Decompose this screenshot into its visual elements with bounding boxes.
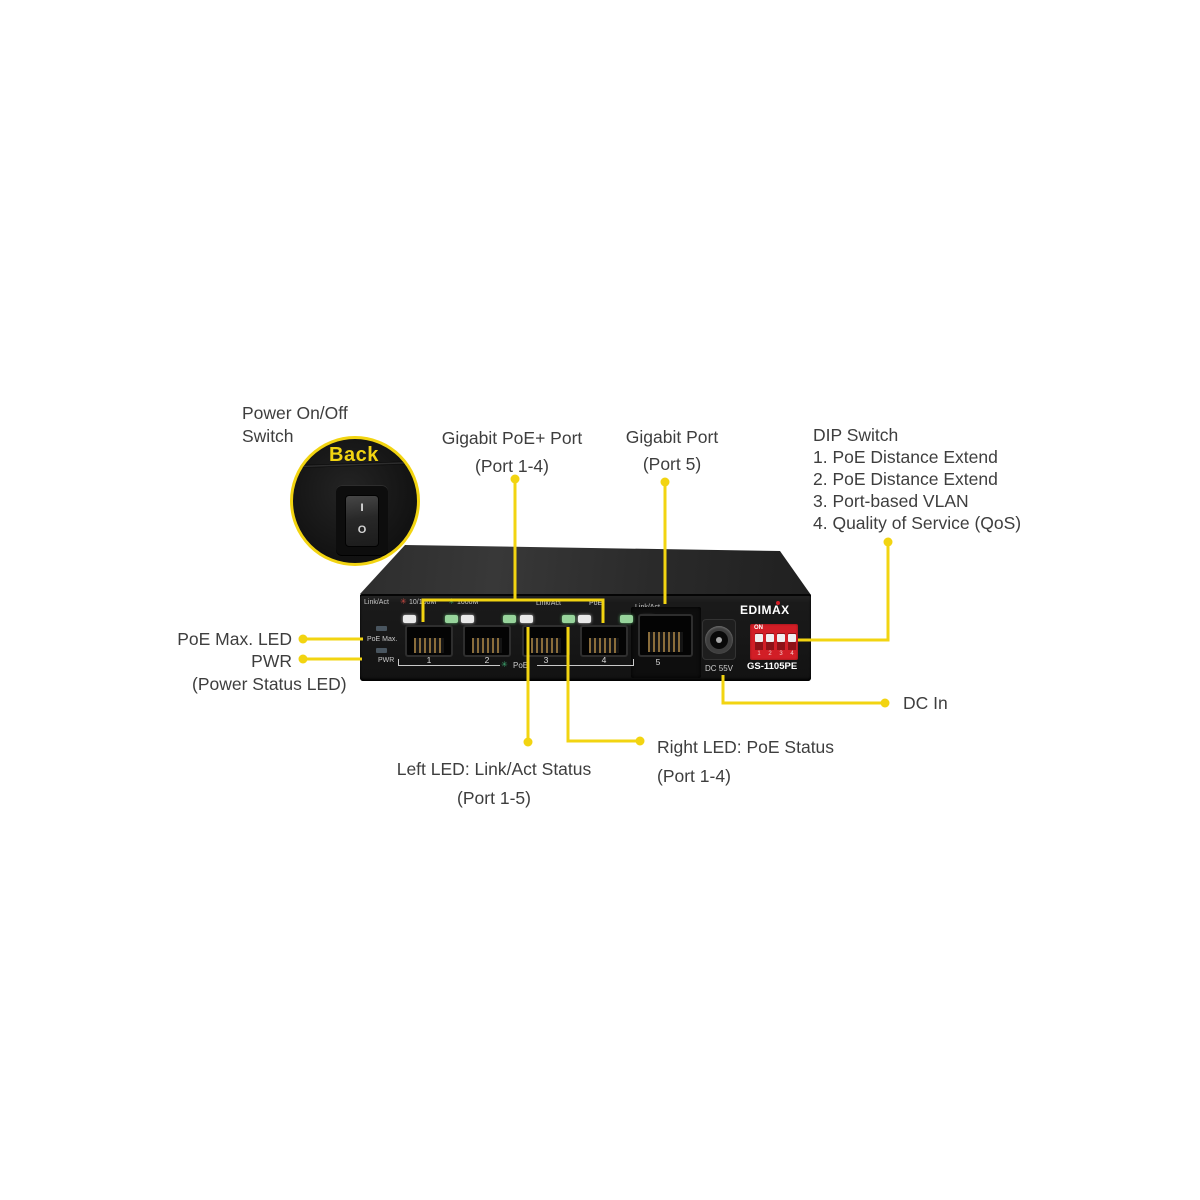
power-rocker-switch: I O [345,495,379,547]
poe-group-bracket-left [398,659,500,666]
port3-link-led [520,615,533,623]
panel-label-link-act: Link/Act [364,599,389,606]
callout-dot [660,477,670,487]
gigabit-port-label: Gigabit Port (Port 5) [572,424,772,478]
dip-number-3: 3 [779,651,783,657]
dip-switch-4 [788,633,796,650]
power-switch-bezel: I O [336,485,388,556]
gigabit-port-label-line1: Gigabit Port [625,427,719,447]
callout-dot [635,736,645,746]
rj45-port-3 [522,625,570,657]
poe-max-led-label: PoE Max. LED [177,629,292,649]
port1-poe-led [445,615,458,623]
panel-label-poe-max: PoE Max. [367,636,398,643]
poe-max-led [376,626,387,631]
back-view-inset: Back I O [290,436,420,566]
dip-knob [755,634,763,642]
right-led-label: Right LED: PoE Status (Port 1-4) [657,733,834,791]
dip-switch-label: DIP Switch 1. PoE Distance Extend 2. PoE… [813,424,1021,534]
dip-switch-label-title: DIP Switch [813,425,899,445]
dip-switch-label-item-2: 2. PoE Distance Extend [813,469,998,489]
callout-dot [880,698,890,708]
gigabit-port-label-line2: (Port 5) [642,454,702,474]
port2-poe-led [503,615,516,623]
port-number-5: 5 [655,657,661,667]
panel-label-1000m: 1000M [457,599,479,606]
port4-link-led [578,615,591,623]
rocker-on-mark: I [360,502,364,514]
rj45-pins [648,631,683,652]
dc-in-label: DC In [903,693,948,713]
poe-plus-port-label: Gigabit PoE+ Port (Port 1-4) [412,424,612,480]
rj45-port-2 [463,625,511,657]
dip-switch: ON 1 2 3 4 [750,624,798,660]
callout-dot [523,737,533,747]
dip-number-2: 2 [768,651,772,657]
dip-number-1: 1 [757,651,761,657]
back-label: Back [329,444,379,466]
callout-dot [298,634,308,644]
rj45-port-4 [580,625,628,657]
dc-jack-pin [716,637,722,643]
dip-number-4: 4 [790,651,794,657]
dip-switch-3 [777,633,785,650]
port3-poe-led [562,615,575,623]
edimax-logo: EDIMAX [740,603,790,617]
left-led-label-line2: (Port 1-5) [457,788,531,808]
dip-switch-1 [755,633,763,650]
panel-label-link-act-mid: Link/Act [536,600,561,607]
dip-switch-label-item-3: 3. Port-based VLAN [813,491,969,511]
port-number-2: 2 [484,655,490,665]
poe-group-bracket-right [537,659,634,666]
rj45-port-5 [638,614,693,657]
port2-link-led [461,615,474,623]
dip-switch-label-item-4: 4. Quality of Service (QoS) [813,513,1022,533]
panel-label-poe-group: PoE [513,661,529,670]
pwr-label: PWR [251,651,292,671]
rj45-pins [414,638,444,653]
dip-knob [766,634,774,642]
left-led-label-line1: Left LED: Link/Act Status [396,759,592,779]
right-led-label-line1: Right LED: PoE Status [657,737,835,757]
panel-label-10-100m: 10/100M [409,599,437,606]
port4-poe-led [620,615,633,623]
green-asterisk-icon: ✳ [448,597,455,606]
rj45-port-1 [405,625,453,657]
power-switch-label-line1: Power On/Off [242,403,348,423]
rocker-off-mark: O [357,524,367,536]
callout-dot [298,654,308,664]
right-led-label-line2: (Port 1-4) [657,766,731,786]
rj45-pins [472,638,502,653]
red-asterisk-icon: ✳ [400,597,407,606]
switch-front-panel: Link/Act ✳ 10/100M ✳ 1000M Link/Act PoE … [360,594,811,681]
model-number: GS-1105PE [747,661,798,672]
callout-dot [883,537,893,547]
dip-knob [788,634,796,642]
edimax-logo-dot-icon [776,601,780,605]
panel-label-dc-55v: DC 55V [705,664,734,673]
poe-plus-port-label-line1: Gigabit PoE+ Port [441,428,583,448]
poe-plus-port-label-line2: (Port 1-4) [475,456,549,476]
rj45-pins [589,638,619,653]
panel-label-pwr: PWR [378,657,395,664]
power-switch-label-line2: Switch [242,426,294,446]
dip-on-label: ON [754,625,763,631]
dip-switch-2 [766,633,774,650]
panel-label-poe: PoE [589,600,603,607]
left-led-label: Left LED: Link/Act Status (Port 1-5) [374,755,614,813]
rj45-pins [531,638,561,653]
dip-switch-label-item-1: 1. PoE Distance Extend [813,447,998,467]
pwr-led [376,648,387,653]
port-number-1: 1 [426,655,432,665]
dip-knob [777,634,785,642]
green-asterisk-icon: ✳ [501,660,508,669]
switch-top-face [360,545,811,595]
callout-line-dip [798,542,890,642]
port-number-3: 3 [543,655,549,665]
port1-link-led [403,615,416,623]
power-status-led-label: (Power Status LED) [192,674,347,694]
power-switch-label: Power On/Off Switch [242,402,348,448]
